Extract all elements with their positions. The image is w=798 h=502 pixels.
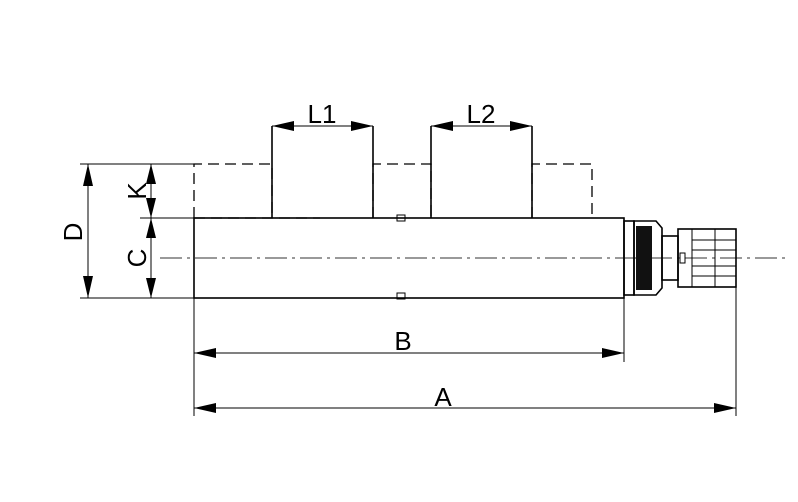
label-l2: L2 xyxy=(467,99,496,129)
connector-fitting xyxy=(623,220,737,296)
main-body xyxy=(193,214,625,300)
label-c: C xyxy=(122,249,152,268)
dimension-l2: L2 xyxy=(431,99,532,131)
slot-outlines xyxy=(271,126,533,218)
dimension-k: K xyxy=(122,164,156,218)
dimension-l1: L1 xyxy=(272,99,373,131)
label-b: B xyxy=(394,326,411,356)
label-k: K xyxy=(122,182,152,200)
label-a: A xyxy=(434,382,452,412)
dimension-b: B xyxy=(194,326,624,358)
dimension-a: A xyxy=(194,382,736,413)
label-d: D xyxy=(58,223,88,242)
label-l1: L1 xyxy=(308,99,337,129)
extension-lines xyxy=(80,163,737,416)
dimension-d: D xyxy=(58,164,93,298)
dimension-c: C xyxy=(122,218,156,298)
